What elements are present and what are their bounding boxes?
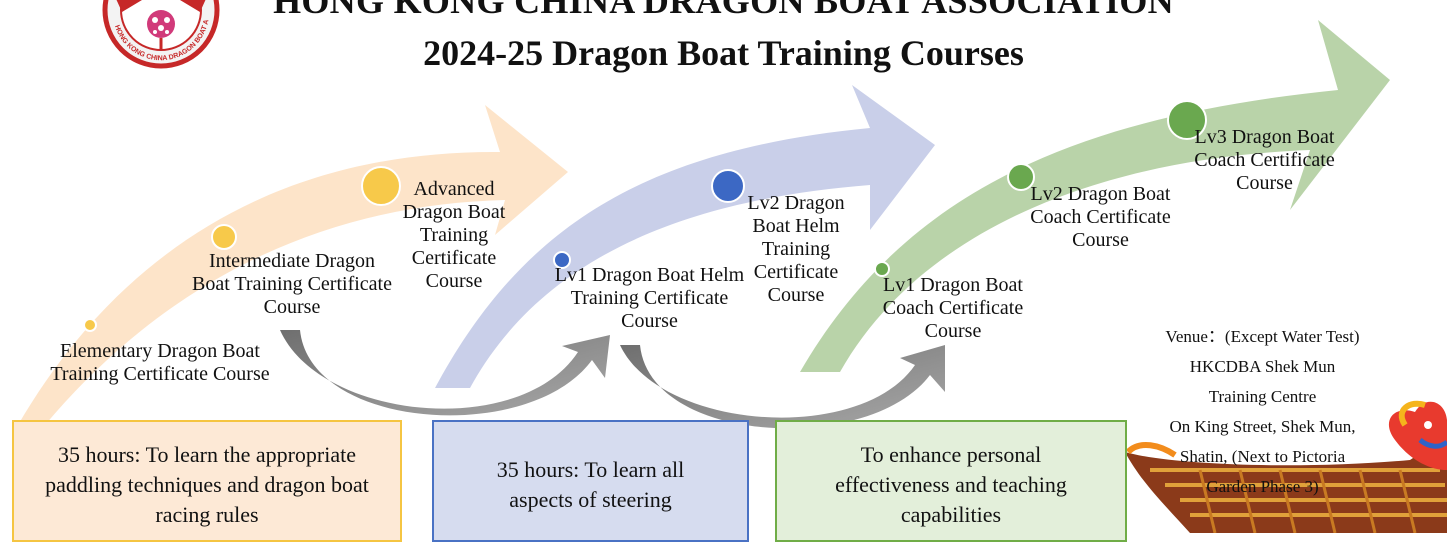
venue-line-4: Shatin, (Next to Pictoria bbox=[1179, 447, 1346, 466]
stage1-description: 35 hours: To learn the appropriate paddl… bbox=[45, 442, 369, 527]
course-label-coach-lv1: Lv1 Dragon Boat Coach Certificate Course bbox=[882, 274, 1024, 342]
association-logo: HONG KONG CHINA DRAGON BOAT ASSOCIATION bbox=[99, 0, 220, 74]
venue-line-2: Training Centre bbox=[1208, 387, 1317, 406]
stage1-node-advanced bbox=[361, 166, 401, 206]
venue-line-1: HKCDBA Shek Mun bbox=[1189, 357, 1336, 376]
connector-arrow-1 bbox=[280, 330, 610, 416]
stage3-curved-arrow bbox=[800, 20, 1390, 372]
stage1-curved-arrow bbox=[18, 105, 568, 425]
course-label-coach-lv2: Lv2 Dragon Boat Coach Certificate Course bbox=[1030, 183, 1171, 251]
stage1-description-box: 35 hours: To learn the appropriate paddl… bbox=[12, 420, 402, 542]
course-label-advanced: Advanced Dragon Boat Training Certificat… bbox=[402, 178, 506, 292]
stage1-node-elementary bbox=[83, 318, 97, 332]
stage3-description: To enhance personal effectiveness and te… bbox=[835, 442, 1067, 527]
venue-line-3: On King Street, Shek Mun, bbox=[1169, 417, 1356, 436]
stage3-node-lv2 bbox=[1007, 163, 1035, 191]
course-label-helm-lv1: Lv1 Dragon Boat Helm Training Certificat… bbox=[554, 264, 745, 332]
course-label-helm-lv2: Lv2 Dragon Boat Helm Training Certificat… bbox=[747, 192, 845, 306]
stage2-description-box: 35 hours: To learn all aspects of steeri… bbox=[432, 420, 749, 542]
stage3-node-lv3 bbox=[1167, 100, 1207, 140]
venue-info: Venue：(Except Water Test) HKCDBA Shek Mu… bbox=[1130, 322, 1395, 502]
stage2-description: 35 hours: To learn all aspects of steeri… bbox=[496, 457, 685, 512]
stage2-node-lv2 bbox=[711, 169, 745, 203]
stage3-description-box: To enhance personal effectiveness and te… bbox=[775, 420, 1127, 542]
org-title: HONG KONG CHINA DRAGON BOAT ASSOCIATION bbox=[273, 0, 1174, 21]
venue-line-5: Garden Phase 3) bbox=[1206, 477, 1319, 496]
stage2-node-lv1 bbox=[553, 251, 571, 269]
course-title: 2024-25 Dragon Boat Training Courses bbox=[423, 33, 1024, 73]
course-label-intermediate: Intermediate Dragon Boat Training Certif… bbox=[192, 250, 392, 318]
stage3-node-lv1 bbox=[874, 261, 890, 277]
venue-heading: Venue：(Except Water Test) bbox=[1165, 327, 1360, 346]
stage2-curved-arrow bbox=[435, 85, 935, 388]
dragon-boat-illustration bbox=[1125, 400, 1447, 533]
connector-arrow-2 bbox=[620, 345, 945, 429]
course-label-elementary: Elementary Dragon Boat Training Certific… bbox=[50, 340, 270, 385]
course-label-coach-lv3: Lv3 Dragon Boat Coach Certificate Course bbox=[1194, 126, 1335, 194]
stage1-node-intermediate bbox=[211, 224, 237, 250]
